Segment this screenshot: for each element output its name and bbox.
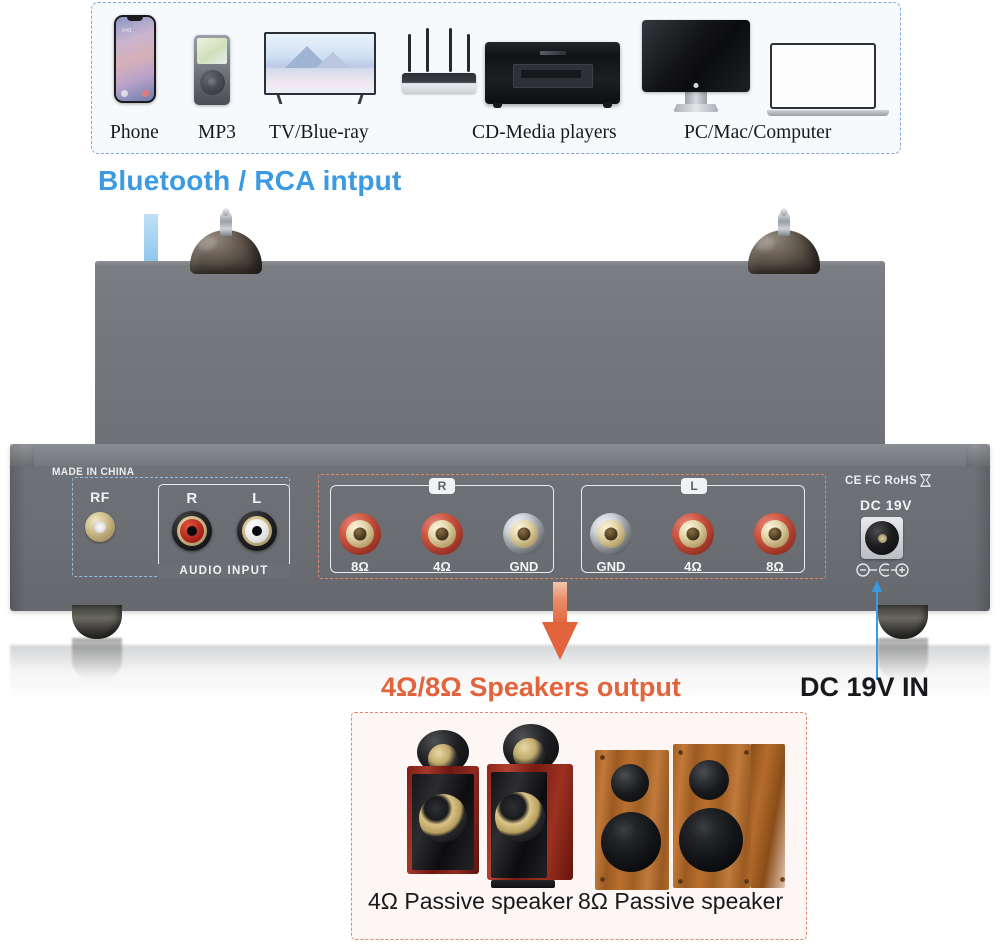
rca-left-label: L xyxy=(252,490,262,507)
made-in-china-label: MADE IN CHINA xyxy=(52,466,135,478)
speakers-output-callout: 4Ω/8Ω Speakers output xyxy=(381,672,681,702)
source-device-monitor xyxy=(642,20,750,112)
source-device-tv xyxy=(264,32,376,105)
speaker-caption-8ohm: 8Ω Passive speaker xyxy=(578,888,784,914)
smartphone-icon: 0:41 xyxy=(114,15,156,103)
rca-jack-left[interactable] xyxy=(237,511,277,551)
foot-reflection-left xyxy=(72,638,122,680)
source-device-phone: 0:41 xyxy=(114,15,156,103)
amplifier-rear-panel xyxy=(10,444,990,611)
bookshelf-speaker-wood-icon xyxy=(595,742,790,890)
rca-jack-right[interactable] xyxy=(172,511,212,551)
binding-post-right-4ohm[interactable]: 4Ω xyxy=(421,513,463,574)
tv-icon xyxy=(264,32,376,105)
surface-reflection xyxy=(10,645,990,703)
bluetooth-rca-input-title: Bluetooth / RCA intput xyxy=(98,165,402,196)
source-label-tv: TV/Blue-ray xyxy=(269,122,369,143)
binding-post-label: GND xyxy=(509,559,539,574)
source-device-cd-player xyxy=(485,42,620,108)
wifi-router-icon xyxy=(402,25,476,93)
source-device-labels: Phone MP3 TV/Blue-ray CD-Media players P… xyxy=(91,122,901,152)
binding-post-right-gnd[interactable]: GND xyxy=(503,513,545,574)
binding-post-left-4ohm[interactable]: 4Ω xyxy=(672,513,714,574)
cd-player-icon xyxy=(485,42,620,108)
audio-input-label: AUDIO INPUT xyxy=(158,564,290,578)
amplifier-upper-chassis xyxy=(95,261,885,446)
binding-post-label: 4Ω xyxy=(433,559,451,574)
vacuum-tube-left xyxy=(190,212,262,274)
speaker-channel-left-badge: L xyxy=(681,478,707,494)
binding-post-label: 4Ω xyxy=(684,559,702,574)
monitor-icon xyxy=(642,20,750,112)
dc-power-jack[interactable] xyxy=(861,517,903,559)
source-label-mp3: MP3 xyxy=(198,122,236,143)
dc-in-callout: DC 19V IN xyxy=(800,672,930,702)
dc-voltage-label: DC 19V xyxy=(860,497,913,513)
source-device-mp3 xyxy=(194,35,230,105)
chassis-foot-left xyxy=(72,605,122,639)
source-label-computer: PC/Mac/Computer xyxy=(684,122,832,143)
binding-post-left-8ohm[interactable]: 8Ω xyxy=(754,513,796,574)
speaker-channel-right-badge: R xyxy=(429,478,455,494)
dc-input-pointer-line xyxy=(872,580,882,680)
certification-text: CE FC RoHS xyxy=(845,474,917,487)
speaker-caption-4ohm: 4Ω Passive speaker xyxy=(368,888,574,914)
source-devices-panel: 0:41 xyxy=(91,2,901,154)
speaker-section-highlight xyxy=(318,474,826,579)
binding-post-label: 8Ω xyxy=(766,559,784,574)
binding-post-right-8ohm[interactable]: 8Ω xyxy=(339,513,381,574)
center-positive-polarity-icon xyxy=(856,563,909,577)
binding-post-label: 8Ω xyxy=(351,559,369,574)
source-label-cd: CD-Media players xyxy=(472,122,617,143)
laptop-icon xyxy=(767,43,889,116)
rf-antenna-jack[interactable] xyxy=(85,512,115,542)
certification-marks: CE FC RoHS xyxy=(845,474,931,487)
speaker-output-arrow-icon xyxy=(542,582,578,660)
weee-crossed-bin-icon xyxy=(920,474,931,487)
rf-label: RF xyxy=(90,489,110,505)
chassis-foot-right xyxy=(878,605,928,639)
binding-post-left-gnd[interactable]: GND xyxy=(590,513,632,574)
bookshelf-speaker-gloss-icon xyxy=(395,724,585,890)
source-device-laptop xyxy=(767,43,889,116)
rca-right-label: R xyxy=(186,490,198,507)
vacuum-tube-right xyxy=(748,212,820,274)
foot-reflection-right xyxy=(878,638,928,680)
binding-post-label: GND xyxy=(596,559,626,574)
source-label-phone: Phone xyxy=(110,122,159,143)
source-device-router xyxy=(402,25,476,93)
mp3-player-icon xyxy=(194,35,230,105)
